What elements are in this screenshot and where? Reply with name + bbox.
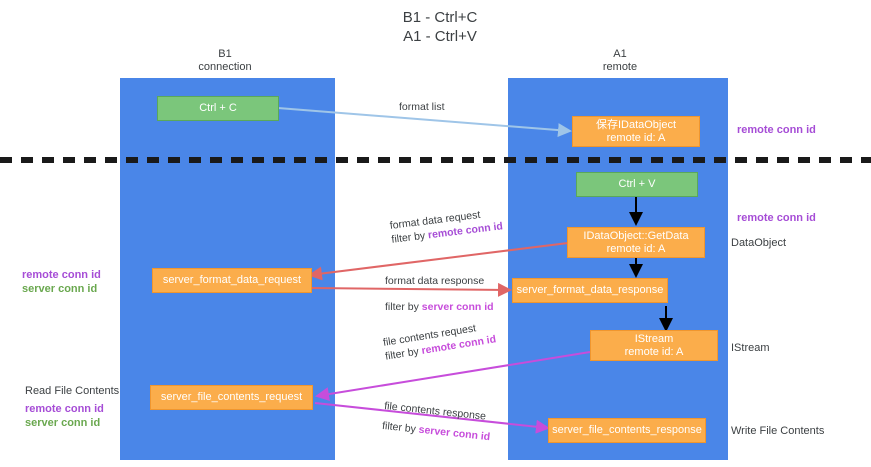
- box-server-file-contents-request[interactable]: server_file_contents_request: [150, 385, 313, 410]
- label-right-remote-conn-id-top: remote conn id: [737, 124, 816, 136]
- edge-label-format-data-request: format data request filter by remote con…: [389, 205, 504, 246]
- filter-by-text-2: filter by: [385, 301, 422, 313]
- label-left-server-conn-id: server conn id: [22, 283, 98, 295]
- box-ctrl-c[interactable]: Ctrl + C: [157, 96, 279, 121]
- label-left-server-conn-id-2: server conn id: [25, 417, 101, 429]
- filter-by-text: filter by: [390, 229, 429, 246]
- edge-label-format-data-response: format data response filter by server co…: [385, 274, 494, 314]
- label-right-dataobject: DataObject: [731, 237, 787, 249]
- filter-key-server-conn-id-2: server conn id: [418, 423, 491, 444]
- label-left-remote-conn-id-2: remote conn id: [25, 403, 104, 415]
- box-ctrl-v[interactable]: Ctrl + V: [576, 172, 698, 197]
- label-right-write-file-contents: Write File Contents: [731, 425, 825, 437]
- label-left-remote-conn-id: remote conn id: [22, 269, 101, 281]
- edge-label-file-contents-response-line2: filter by server conn id: [381, 419, 491, 444]
- edge-label-format-data-response-line2: filter by server conn id: [385, 300, 494, 314]
- box-idataobject-getdata[interactable]: IDataObject::GetData remote id: A: [567, 227, 705, 258]
- box-save-idataobject[interactable]: 保存IDataObject remote id: A: [572, 116, 700, 147]
- label-left-read-file-contents: Read File Contents: [25, 385, 120, 397]
- edge-label-format-data-response-line1: format data response: [385, 275, 485, 287]
- edge-label-file-contents-response: file contents response filter by server …: [381, 399, 493, 444]
- column-header-b1: B1 connection: [198, 48, 252, 73]
- label-right-istream: IStream: [731, 342, 770, 354]
- filter-key-server-conn-id: server conn id: [421, 301, 494, 313]
- box-server-file-contents-response[interactable]: server_file_contents_response: [548, 418, 706, 443]
- filter-by-text-4: filter by: [381, 419, 420, 436]
- edge-label-format-list: format list: [399, 100, 445, 114]
- diagram-title: B1 - Ctrl+C A1 - Ctrl+V: [402, 9, 478, 45]
- label-right-remote-conn-id-mid: remote conn id: [737, 212, 816, 224]
- column-header-a1: A1 remote: [602, 48, 638, 73]
- box-server-format-data-request[interactable]: server_format_data_request: [152, 268, 312, 293]
- edge-label-format-list-line1: format list: [399, 101, 445, 113]
- edge-label-file-contents-request: file contents request filter by remote c…: [382, 318, 497, 363]
- box-istream[interactable]: IStream remote id: A: [590, 330, 718, 361]
- box-server-format-data-response[interactable]: server_format_data_response: [512, 278, 668, 303]
